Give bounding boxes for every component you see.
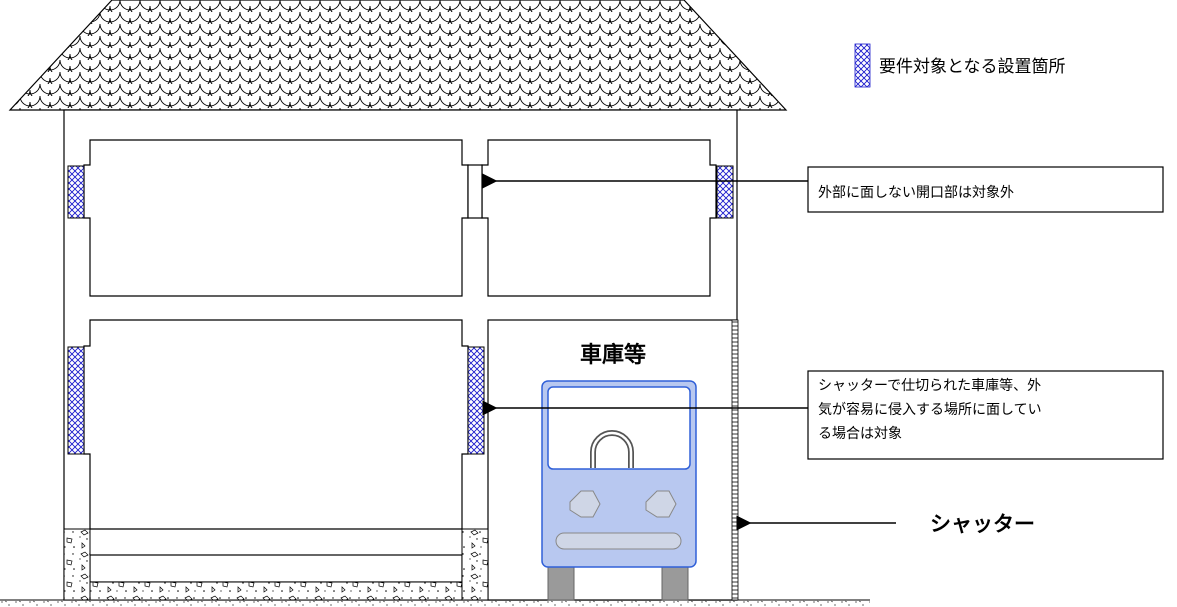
- car-windshield: [547, 386, 691, 470]
- car-bumper: [555, 532, 682, 550]
- car-wheel-right: [661, 562, 689, 601]
- interior-opening: [467, 164, 483, 219]
- target-opening-2f-right: [716, 165, 734, 219]
- legend-hatch-swatch: [854, 43, 871, 88]
- ground: [0, 600, 870, 607]
- callout-box-interior: [807, 166, 1164, 213]
- shutter: [731, 319, 739, 601]
- callout-text-garage: シャッターで仕切られた車庫等、外 気が容易に侵入する場所に面してい る場合は対象: [818, 374, 1042, 446]
- target-opening-2f-left: [67, 165, 85, 219]
- car: [541, 380, 697, 601]
- callout-text-interior: 外部に面しない開口部は対象外: [818, 185, 1014, 201]
- foundation: [63, 528, 489, 601]
- target-opening-1f-garage: [467, 346, 485, 455]
- roof: [8, 0, 788, 111]
- car-headlight-right: [645, 490, 677, 518]
- shutter-label: シャッター: [930, 512, 1035, 536]
- target-openings: [67, 165, 734, 455]
- callout-text-garage-line-2: 気が容易に侵入する場所に面してい: [818, 402, 1042, 418]
- legend-label: 要件対象となる設置箇所: [879, 57, 1066, 77]
- callout-arrows: [482, 173, 896, 531]
- garage-label: 車庫等: [580, 342, 646, 368]
- callout-text-garage-line-1: シャッターで仕切られた車庫等、外: [818, 378, 1042, 394]
- car-headlight-left: [569, 490, 601, 518]
- callout-text-garage-line-3: る場合は対象: [818, 426, 902, 442]
- legend: 要件対象となる設置箇所: [854, 43, 1066, 88]
- car-wheel-left: [547, 562, 575, 601]
- callout-box-garage: [807, 370, 1164, 460]
- target-opening-1f-left: [67, 346, 85, 455]
